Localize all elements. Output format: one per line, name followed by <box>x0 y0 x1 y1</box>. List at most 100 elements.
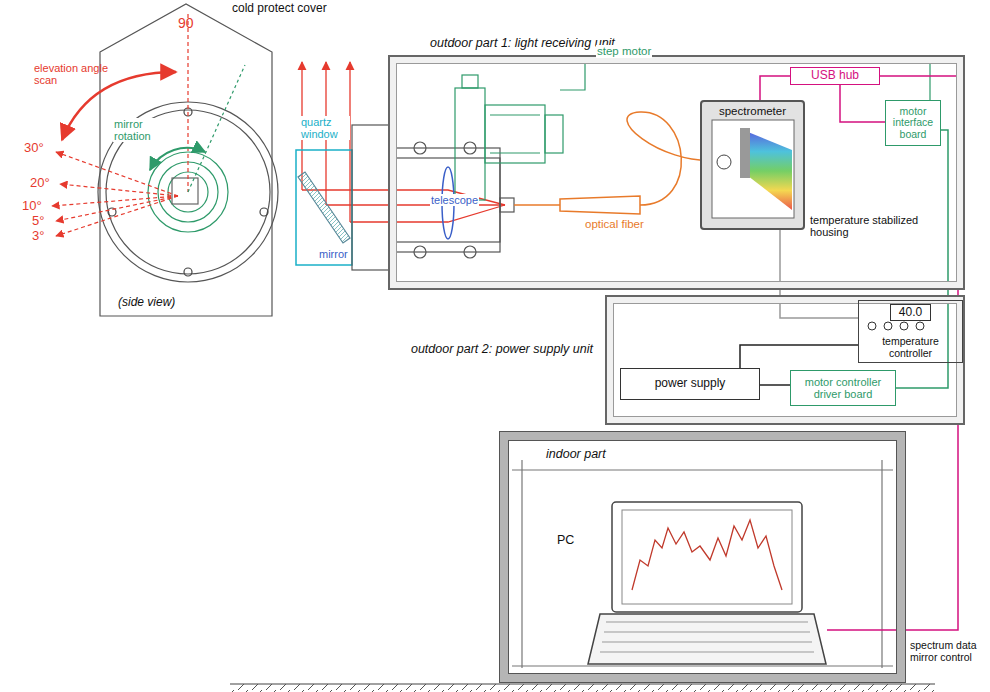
telescope-assembly <box>464 142 476 154</box>
wire <box>740 345 858 368</box>
light-rays <box>349 62 350 222</box>
node-label: motor controller driver board <box>793 376 893 400</box>
optical-fiber <box>560 196 640 214</box>
part-label: optical fiber <box>585 218 644 231</box>
step-motor-drawing <box>462 75 478 88</box>
part-label: telescope <box>430 194 479 206</box>
wire <box>760 76 790 100</box>
indoor-furniture <box>512 665 893 666</box>
angle-label: 3° <box>32 229 44 243</box>
wire-label: spectrum data mirror control <box>909 640 989 663</box>
angle-label: 30° <box>24 141 44 155</box>
node-label: outdoor part 2: power supply unit <box>411 343 593 357</box>
laptop-drawing <box>600 622 814 652</box>
step-motor-drawing <box>455 62 930 200</box>
ground <box>230 684 935 692</box>
laptop-drawing <box>632 520 782 590</box>
telescope-assembly <box>414 246 426 258</box>
board-box: motor interface board <box>885 100 941 146</box>
temperature-controller-knobs <box>916 322 924 330</box>
indoor-furniture <box>881 460 882 668</box>
laptop-drawing <box>612 502 802 612</box>
spectrometer-box: spectrometer <box>700 100 805 230</box>
spectrometer-internals <box>700 100 805 230</box>
telescope-assembly <box>464 246 476 258</box>
step-motor-drawing <box>545 115 563 153</box>
optical-fiber <box>514 112 716 214</box>
side-view <box>56 196 178 236</box>
part-label: mirror <box>318 248 349 260</box>
telescope-assembly <box>414 142 426 154</box>
node-label: motor interface board <box>888 106 938 141</box>
light-rays <box>350 205 505 222</box>
controller-box: 40.0 temperature controller <box>858 300 963 363</box>
side-view <box>56 196 178 221</box>
temperature-controller-knobs <box>900 322 908 330</box>
side-view <box>52 196 178 206</box>
spectrometer-internals <box>712 120 794 218</box>
driver-board-box: motor controller driver board <box>790 370 896 406</box>
step-motor-drawing <box>455 88 485 200</box>
temperature-controller-knobs <box>884 322 892 330</box>
display-reading: 40.0 <box>890 304 931 321</box>
side-view <box>188 65 245 192</box>
spectrometer-internals <box>717 155 731 169</box>
indoor-furniture <box>512 469 893 470</box>
part-label: temperature stabilized housing <box>810 214 920 238</box>
side-view <box>150 148 205 170</box>
temperature-controller-knobs <box>868 322 924 330</box>
node-label: indoor part <box>546 448 606 462</box>
ground <box>230 684 935 692</box>
laptop-drawing <box>588 502 826 664</box>
angle-label: 20° <box>30 176 50 190</box>
node-label: USB hub <box>811 69 859 82</box>
side-view <box>187 14 188 192</box>
indoor-furniture <box>512 460 893 668</box>
telescope-assembly <box>296 125 514 270</box>
indoor-furniture <box>521 460 522 668</box>
step-motor-drawing <box>490 152 540 153</box>
part-label: (side view) <box>118 296 175 309</box>
telescope-assembly <box>298 172 350 243</box>
indoor-housing: indoor partPC <box>500 432 905 682</box>
usb-hub-box: USB hub <box>790 67 880 85</box>
telescope-assembly <box>500 198 514 212</box>
side-view <box>52 152 178 236</box>
side-view <box>100 4 272 316</box>
part-label: mirror rotation <box>113 118 163 142</box>
laptop: PC <box>555 498 827 668</box>
node-label: temperature controller <box>861 336 960 359</box>
wire <box>760 384 790 386</box>
node-label: power supply <box>655 377 726 390</box>
side-view <box>172 178 198 204</box>
node-label: spectrometer <box>702 105 803 118</box>
node-label: PC <box>557 534 574 548</box>
angle-label: 90 <box>178 16 194 31</box>
light-rays <box>302 62 505 222</box>
temperature-controller-knobs <box>868 322 876 330</box>
side-view <box>184 268 192 276</box>
spectrometer-internals <box>700 100 805 230</box>
telescope-assembly <box>352 125 392 270</box>
step-motor-drawing <box>560 62 930 100</box>
laptop-drawing <box>588 614 826 664</box>
part-label: cold protect cover <box>232 2 327 15</box>
wire <box>780 230 858 318</box>
part-label: quartz window <box>300 116 350 140</box>
side-view <box>60 184 178 196</box>
spectrometer-internals <box>740 128 750 178</box>
side-view <box>52 4 278 316</box>
wire <box>840 85 885 122</box>
spectrometer-internals <box>748 132 792 210</box>
step-motor-drawing <box>490 114 540 115</box>
part-label: elevation angle scan <box>34 62 124 86</box>
laptop-drawing <box>622 510 792 604</box>
power-supply-box: power supply <box>620 368 760 400</box>
optical-fiber <box>514 204 560 206</box>
side-view <box>260 208 268 216</box>
angle-label: 5° <box>32 214 44 228</box>
unit-housing: outdoor part 1: light receiving unitspec… <box>388 55 965 290</box>
telescope-assembly <box>296 150 352 265</box>
node-label: outdoor part 1: light receiving unit <box>430 37 615 51</box>
step-motor-drawing <box>485 105 545 163</box>
